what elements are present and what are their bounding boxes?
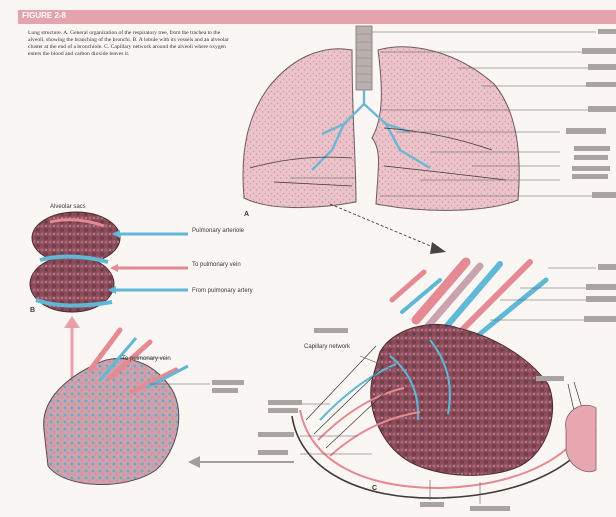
panel-letter-c: C <box>372 485 377 492</box>
alveolar-sac-cluster <box>371 324 553 475</box>
vertical-arrowhead <box>64 316 80 328</box>
zoom-arrowhead <box>430 242 446 254</box>
panel-letter-a: A <box>244 211 249 218</box>
lungs-overview: A <box>243 26 616 218</box>
right-lung <box>243 49 356 208</box>
panel-letter-b: B <box>30 307 35 314</box>
label-alveolar-sacs: Alveolar sacs <box>50 204 86 210</box>
label-pulmonary-arteriole: Pulmonary arteriole <box>192 228 245 234</box>
label-blocks-a <box>566 29 616 198</box>
label-block-mesh <box>212 380 244 385</box>
label-block-mesh-2 <box>212 388 238 393</box>
label-mesh-vein: To pulmonary vein <box>122 356 171 362</box>
label-to-pulmonary-vein: To pulmonary vein <box>192 262 241 268</box>
horizontal-arrowhead <box>188 456 200 468</box>
alveolar-cluster: Capillary network C <box>258 262 616 511</box>
label-from-pulmonary-artery: From pulmonary artery <box>192 288 253 294</box>
adjacent-tissue <box>566 405 596 472</box>
lobule-illustration: Alveolar sacs Pulmonary arteriole To pul… <box>30 204 253 314</box>
zoom-connector <box>330 204 440 250</box>
label-capillary-network: Capillary network <box>304 344 351 350</box>
